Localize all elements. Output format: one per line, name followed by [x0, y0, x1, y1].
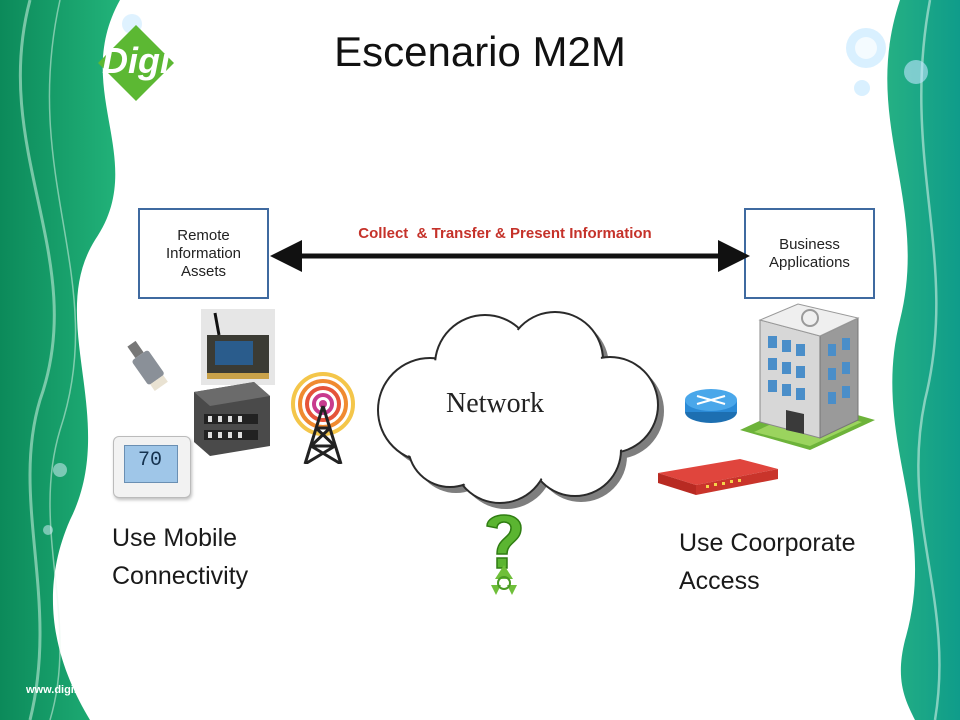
decor-bubble — [53, 463, 67, 477]
thermostat-icon: 70 — [113, 436, 191, 498]
decor-bubble — [854, 80, 870, 96]
right-frame-shape — [887, 0, 960, 720]
logo-diamond — [98, 25, 174, 101]
gateway-device-icon — [658, 459, 778, 495]
office-building-icon — [740, 303, 875, 450]
right-frame-ribbon — [917, 0, 941, 720]
caption-line: Access — [679, 567, 760, 595]
caption-line: Connectivity — [112, 562, 249, 590]
plc-controller-icon — [194, 382, 270, 456]
decor-bubble — [43, 525, 53, 535]
mobile-connectivity-caption: Use Mobile Connectivity — [112, 519, 248, 595]
question-mark-icon — [486, 514, 522, 569]
sensor-icon — [127, 340, 168, 391]
decor-bubble — [855, 37, 877, 59]
footer-url: www.digi.com — [26, 684, 100, 696]
caption-line: Use Coorporate — [679, 529, 856, 557]
double-arrow — [270, 240, 750, 272]
page-title: Escenario M2M — [334, 28, 626, 75]
network-cloud-icon — [377, 311, 664, 509]
remote-information-assets-box: Remote Information Assets — [138, 208, 269, 299]
thermostat-display: 70 — [137, 449, 162, 472]
wireless-module-icon — [201, 309, 275, 385]
business-applications-box: Business Applications — [744, 208, 875, 299]
decor-bubble — [904, 60, 928, 84]
left-frame-shape — [0, 0, 120, 720]
thermostat-screen — [124, 445, 178, 483]
recycle-icon — [491, 565, 517, 595]
cell-tower-icon — [291, 372, 355, 464]
logo-text: Digi — [102, 40, 170, 81]
corporate-access-caption: Use Coorporate Access — [679, 524, 855, 600]
left-frame-ribbon — [48, 0, 77, 720]
left-frame-ribbon — [18, 0, 56, 720]
router-icon — [685, 389, 737, 423]
caption-line: Use Mobile — [112, 524, 238, 552]
cloud-label: Network — [446, 388, 544, 419]
arrow-label: Collect & Transfer & Present Information — [358, 225, 652, 242]
digi-logo-icon: Digi — [96, 23, 176, 103]
